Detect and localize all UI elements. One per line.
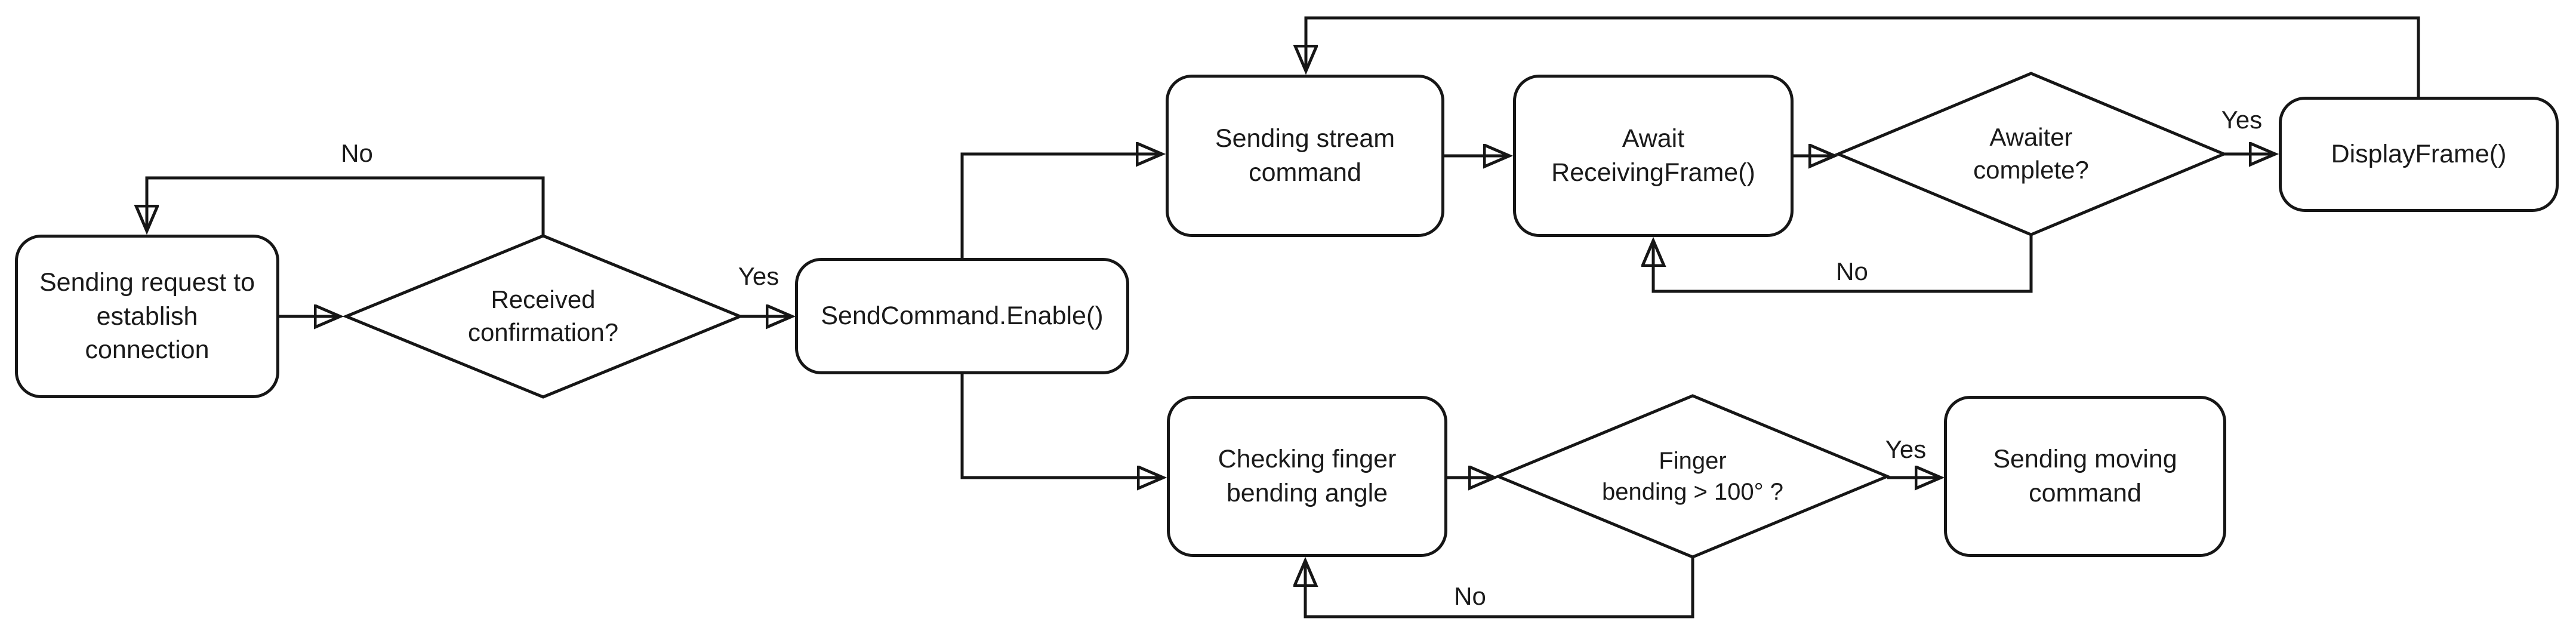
edge-sendcommand-to-stream <box>960 154 1162 258</box>
decision-received-confirmation-shape <box>342 234 744 399</box>
node-sending-moving-command: Sending moving command <box>1944 396 2226 557</box>
node-checking-finger-bending: Checking finger bending angle <box>1167 396 1447 557</box>
node-sending-stream-command: Sending stream command <box>1166 75 1444 237</box>
decision-awaiter-complete-shape <box>1834 72 2228 236</box>
edge-received-no-loop-to-request <box>147 176 545 236</box>
node-sending-request: Sending request to establish connection <box>15 235 279 398</box>
edge-display-feedback-to-stream <box>1306 16 2420 97</box>
edge-finger-no-loop-to-checking <box>1305 558 1694 618</box>
node-send-command-enable: SendCommand.Enable() <box>795 258 1129 374</box>
node-await-receiving-frame: Await ReceivingFrame() <box>1513 75 1794 237</box>
decision-finger-bending-shape <box>1494 394 1891 559</box>
edge-sendcommand-to-checking <box>960 374 1163 478</box>
edge-awaiter-no-loop-to-await <box>1653 235 2033 293</box>
node-display-frame: DisplayFrame() <box>2279 97 2559 212</box>
